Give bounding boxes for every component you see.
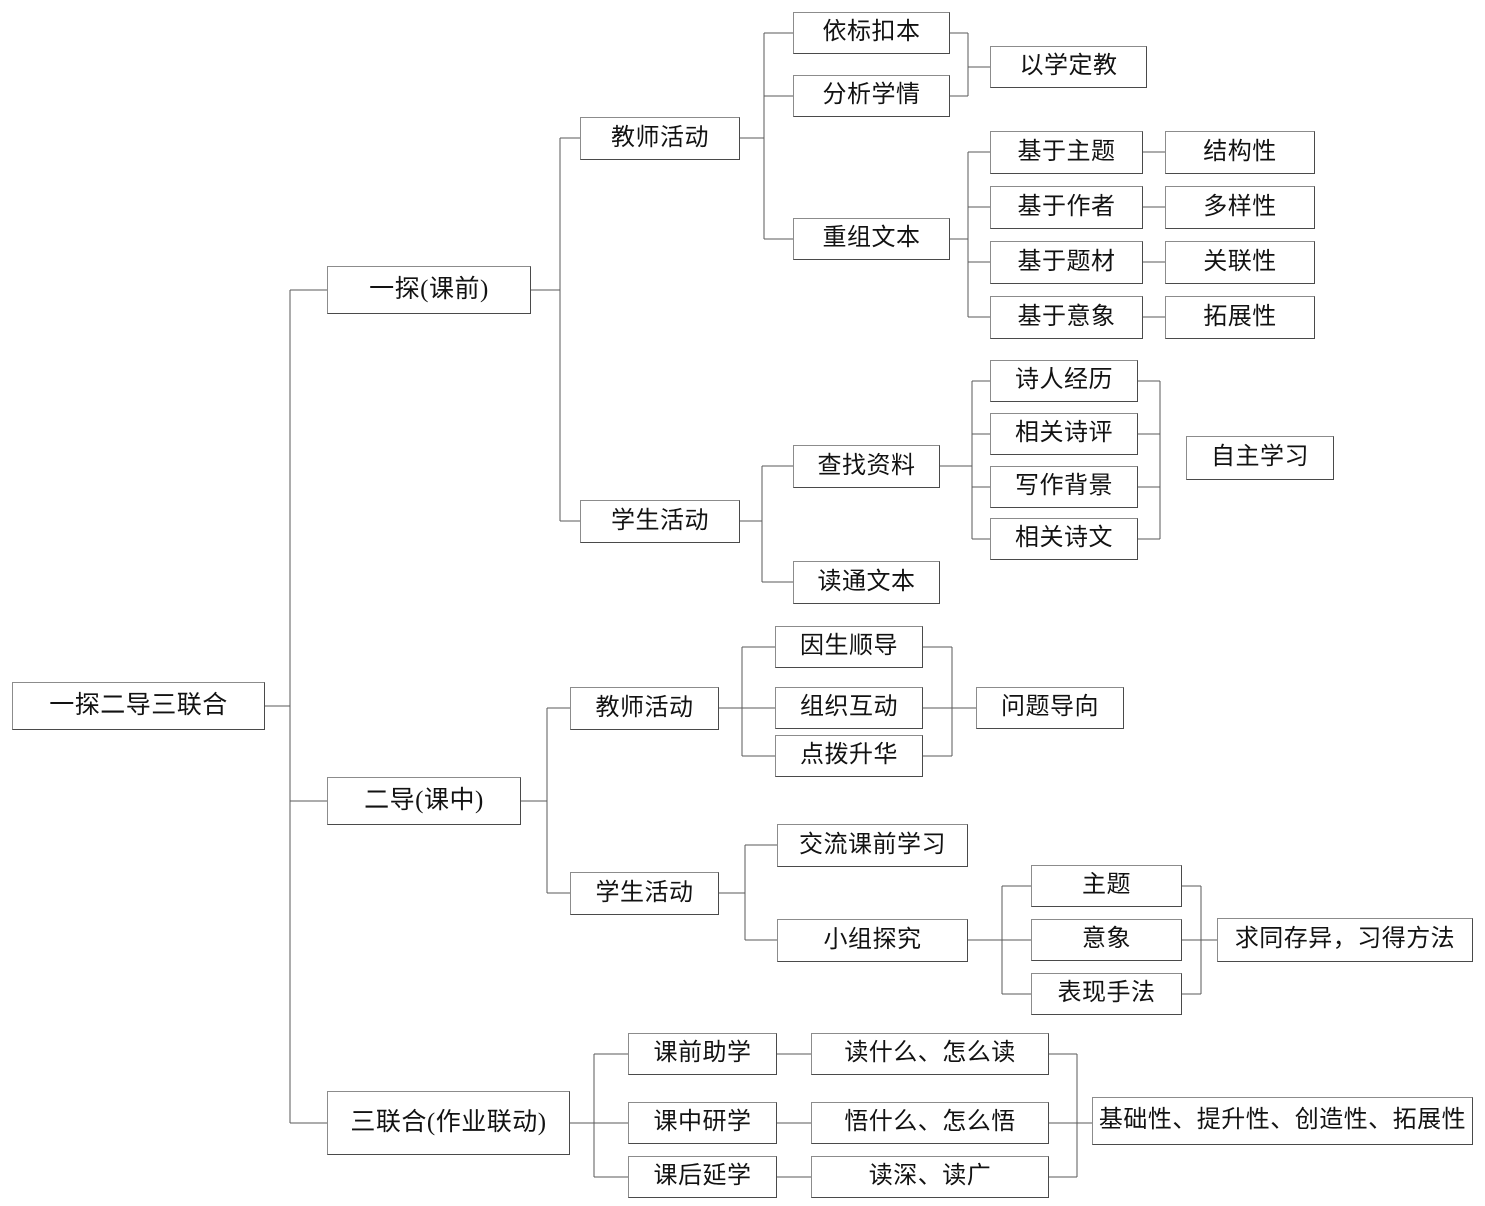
node-root[interactable]: 一探二导三联合	[12, 682, 265, 730]
node-b1-xiangguanshiping[interactable]: 相关诗评	[990, 413, 1138, 455]
node-b2-jiaoliukeqianxuexi[interactable]: 交流课前学习	[777, 824, 968, 867]
node-b2-dianboshenghua[interactable]: 点拨升华	[775, 735, 923, 777]
node-b2-xiaozutanjiu[interactable]: 小组探究	[777, 919, 968, 962]
node-b1-shirenjingli[interactable]: 诗人经历	[990, 360, 1138, 402]
node-b1-zizhuxuexi[interactable]: 自主学习	[1186, 436, 1334, 480]
node-b1-chazhaoziliao[interactable]: 查找资料	[793, 445, 940, 488]
node-b1-tuozhanxing[interactable]: 拓展性	[1165, 296, 1315, 339]
node-b2-biaoxianshoufa[interactable]: 表现手法	[1031, 973, 1182, 1015]
node-b3-kezhongyanxue[interactable]: 课中研学	[628, 1102, 777, 1144]
node-b2-yinshengshundao[interactable]: 因生顺导	[775, 626, 923, 668]
node-b1-jiegouxing[interactable]: 结构性	[1165, 131, 1315, 174]
node-b1-jiyuticai[interactable]: 基于题材	[990, 241, 1143, 284]
node-b2-zuzhihudong[interactable]: 组织互动	[775, 687, 923, 729]
node-b1-jiyuzhuti[interactable]: 基于主题	[990, 131, 1143, 174]
node-b2-student-activity[interactable]: 学生活动	[570, 872, 719, 915]
node-b3-wushenme-zenmewu[interactable]: 悟什么、怎么悟	[811, 1102, 1049, 1144]
node-branch-sanlianhe[interactable]: 三联合(作业联动)	[327, 1091, 570, 1155]
node-b1-fenxixueqing[interactable]: 分析学情	[793, 75, 950, 117]
node-b2-qiutongcunyi[interactable]: 求同存异，习得方法	[1217, 918, 1473, 962]
node-b3-kehouyanxue[interactable]: 课后延学	[628, 1156, 777, 1198]
node-b1-guanlianxing[interactable]: 关联性	[1165, 241, 1315, 284]
node-b3-dushenme-zenmedu[interactable]: 读什么、怎么读	[811, 1033, 1049, 1075]
node-branch-yitan[interactable]: 一探(课前)	[327, 266, 531, 314]
node-b1-chongzuwenben[interactable]: 重组文本	[793, 218, 950, 260]
node-b1-dutongwenben[interactable]: 读通文本	[793, 561, 940, 604]
node-b1-yixuedingjiao[interactable]: 以学定教	[990, 46, 1147, 88]
node-b1-jiyuzuozhe[interactable]: 基于作者	[990, 186, 1143, 229]
node-b2-zhuti[interactable]: 主题	[1031, 865, 1182, 907]
node-b1-teacher-activity[interactable]: 教师活动	[580, 117, 740, 160]
node-b1-xiezuobeijing[interactable]: 写作背景	[990, 466, 1138, 508]
node-b1-jiyuyixiang[interactable]: 基于意象	[990, 296, 1143, 339]
node-b1-duoyangxing[interactable]: 多样性	[1165, 186, 1315, 229]
node-b1-yibiaokouben[interactable]: 依标扣本	[793, 12, 950, 54]
node-b2-yixiang[interactable]: 意象	[1031, 919, 1182, 961]
node-b3-dushen-duguang[interactable]: 读深、读广	[811, 1156, 1049, 1198]
node-b3-keqianzhuxue[interactable]: 课前助学	[628, 1033, 777, 1075]
node-branch-erdao[interactable]: 二导(课中)	[327, 777, 521, 825]
node-b1-xiangguanshiwen[interactable]: 相关诗文	[990, 518, 1138, 560]
node-b1-student-activity[interactable]: 学生活动	[580, 500, 740, 543]
node-b2-teacher-activity[interactable]: 教师活动	[570, 687, 719, 730]
node-b3-jichuxing-tishengxing[interactable]: 基础性、提升性、创造性、拓展性	[1092, 1097, 1473, 1145]
node-b2-wentidaoxiang[interactable]: 问题导向	[976, 687, 1124, 729]
